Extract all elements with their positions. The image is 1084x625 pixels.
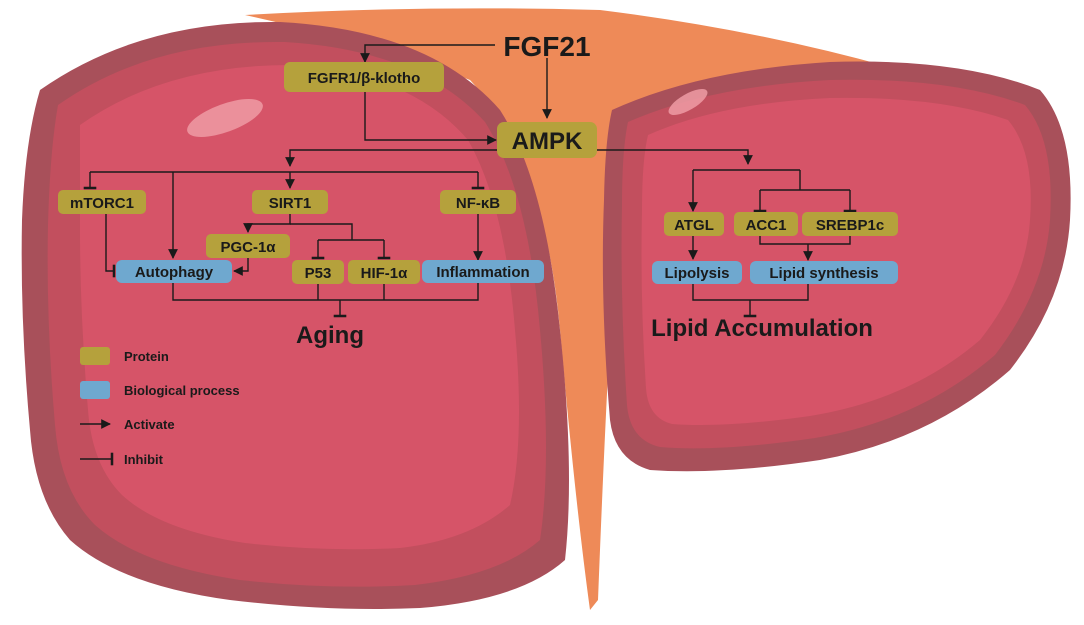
node-nfkb-box (440, 190, 516, 214)
edge-mtorc1-autophagy (105, 214, 116, 278)
legend-inhibit-label: Inhibit (124, 452, 164, 467)
legend-process-swatch (80, 381, 110, 399)
node-fgfr1-box (284, 62, 444, 92)
left-lobe-inner (80, 65, 519, 550)
node-hif1a-box (348, 260, 420, 284)
node-hif1a: HIF-1α (361, 265, 409, 282)
node-pgc1a-box (206, 234, 290, 258)
node-acc1-box (734, 212, 798, 236)
node-p53: P53 (305, 265, 332, 282)
node-autophagy: Autophagy (135, 264, 214, 281)
node-inflammation-box (422, 260, 544, 283)
legend-activate-label: Activate (124, 417, 175, 432)
legend-process-label: Biological process (124, 383, 240, 398)
edge-pgc1a-autophagy (233, 258, 249, 276)
left-lobe-highlight (187, 99, 263, 137)
node-atgl-box (664, 212, 724, 236)
node-p53-box (292, 260, 344, 284)
node-acc1: ACC1 (746, 217, 787, 234)
acc-srebp-join (759, 236, 851, 245)
node-srebp1c: SREBP1c (816, 217, 884, 234)
node-ampk-box (497, 122, 597, 158)
legend-protein-label: Protein (124, 349, 169, 364)
node-srebp1c-box (802, 212, 898, 236)
node-autophagy-box (116, 260, 232, 283)
edge-ampk-right (597, 149, 753, 165)
legend-protein-swatch (80, 347, 110, 365)
node-aging: Aging (296, 322, 364, 349)
node-fgfr1: FGFR1/β-klotho (308, 70, 420, 87)
edge-sirt1-pgc1a (243, 214, 291, 233)
node-lipid-accumulation: Lipid Accumulation (651, 315, 873, 342)
node-lipolysis: Lipolysis (664, 265, 729, 282)
edge-ampk-left (285, 149, 497, 167)
node-pgc1a: PGC-1α (220, 239, 276, 256)
edge-sirt1-bus (290, 223, 353, 240)
ligament-shape (245, 8, 900, 611)
node-atgl: ATGL (674, 217, 714, 234)
node-fgf21: FGF21 (503, 31, 590, 62)
edge-fgfr1-ampk (364, 92, 497, 145)
node-ampk: AMPK (512, 128, 583, 155)
node-lipolysis-box (652, 261, 742, 284)
node-sirt1: SIRT1 (269, 195, 312, 212)
legend: Protein Biological process Activate Inhi… (80, 347, 240, 467)
node-inflammation: Inflammation (436, 264, 529, 281)
aging-bus (172, 283, 479, 301)
node-mtorc1-box (58, 190, 146, 214)
node-sirt1-box (252, 190, 328, 214)
liver-illustration (21, 8, 1071, 611)
right-lobe-highlight (668, 89, 708, 115)
connectors (83, 44, 857, 318)
node-lipid-synthesis: Lipid synthesis (769, 265, 878, 282)
edge-fgf21-fgfr1 (360, 44, 495, 63)
node-mtorc1: mTORC1 (70, 195, 134, 212)
nodes: FGF21 FGFR1/β-klotho AMPK mTORC1 SIRT1 N… (58, 31, 898, 349)
node-lipid-synthesis-box (750, 261, 898, 284)
node-nfkb: NF-κB (456, 195, 500, 212)
